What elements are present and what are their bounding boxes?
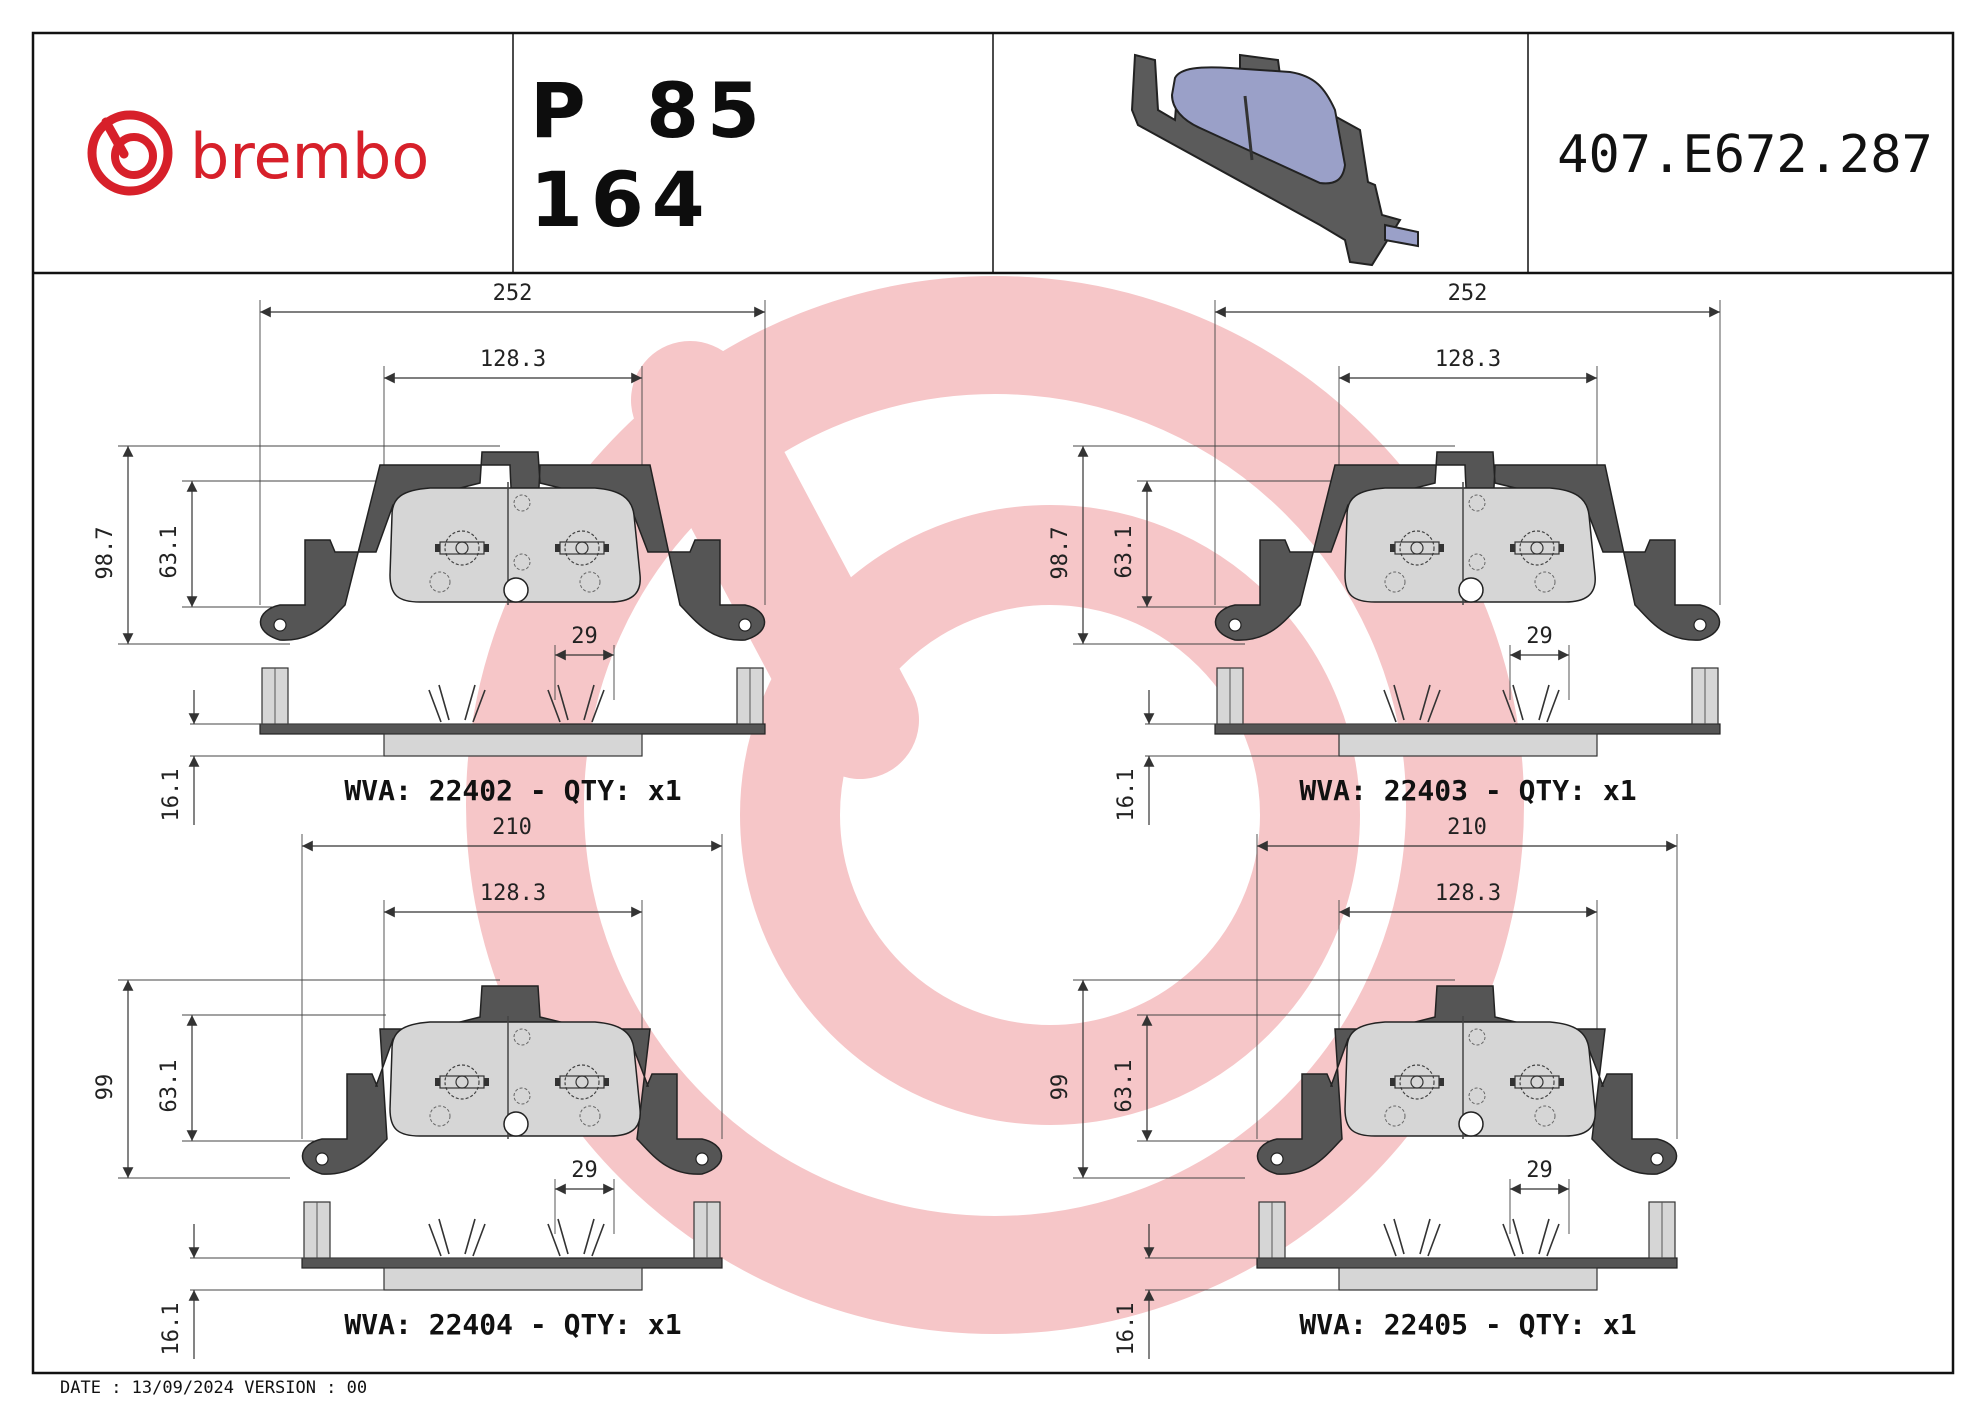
spring-clip-icon: [1502, 1218, 1560, 1257]
dim-pad-height: 63.1: [157, 1060, 182, 1113]
dim-overall-width: 210: [492, 815, 532, 840]
reference-number: 407.E672.287: [1557, 125, 1933, 185]
friction-material: [1344, 1021, 1596, 1137]
side-friction: [383, 1267, 643, 1291]
pad-view-1: 252 128.3 98.7 63.1 29 16.1 WVA: 22402 - QTY: …: [93, 281, 766, 825]
mounting-hole: [738, 618, 752, 632]
mounting-hole: [1650, 1152, 1664, 1166]
mounting-hole: [1270, 1152, 1284, 1166]
dim-inner-width: 128.3: [1435, 347, 1501, 372]
sensor-clip-icon: [1510, 1064, 1564, 1100]
wva-caption: WVA: 22403 - QTY: x1: [1299, 774, 1636, 807]
brand-logo: brembo: [84, 100, 474, 220]
side-view: 16.1: [159, 1201, 723, 1359]
side-view: 16.1: [1114, 667, 1721, 825]
side-backplate: [1256, 1257, 1678, 1269]
footer: DATE : 13/09/2024 VERSION : 00: [60, 1378, 368, 1398]
sensor-clip-icon: [555, 1064, 609, 1100]
side-backplate: [259, 723, 766, 735]
brake-pad-render-icon: [1130, 53, 1419, 267]
spring-clip-icon: [1502, 684, 1560, 723]
brembo-logo-icon: brembo: [87, 110, 429, 196]
dim-spring-width: 29: [1526, 1158, 1553, 1183]
dim-pad-height: 63.1: [157, 526, 182, 579]
sensor-clip-icon: [555, 530, 609, 566]
pad-view-3: 210 128.3 99 63.1 29 16.1 WVA: 22404 - QTY: x1: [93, 815, 723, 1359]
dim-thickness: 16.1: [1114, 769, 1139, 822]
brembo-watermark-icon: [466, 276, 1524, 1334]
side-friction: [383, 733, 643, 757]
side-friction: [1338, 1267, 1598, 1291]
dim-inner-width: 128.3: [480, 347, 546, 372]
mounting-hole: [273, 618, 287, 632]
spring-clip-icon: [547, 1218, 605, 1257]
wva-caption: WVA: 22402 - QTY: x1: [344, 774, 681, 807]
sensor-clip-icon: [1510, 530, 1564, 566]
dim-overall-width: 252: [1448, 281, 1488, 306]
wear-notch: [503, 1111, 529, 1137]
spring-clip-icon: [428, 684, 486, 723]
spring-clip-icon: [1383, 1218, 1441, 1257]
spring-clip-icon: [428, 1218, 486, 1257]
dim-spring-width: 29: [1526, 624, 1553, 649]
dim-inner-width: 128.3: [480, 881, 546, 906]
side-view: 16.1: [159, 667, 766, 825]
mounting-hole: [695, 1152, 709, 1166]
dim-spring-width: 29: [571, 1158, 598, 1183]
sensor-clip-icon: [1390, 530, 1444, 566]
sensor-clip-icon: [435, 530, 489, 566]
side-friction: [1338, 733, 1598, 757]
sensor-clip-icon: [435, 1064, 489, 1100]
part-number: P 85 164: [530, 66, 768, 244]
side-backplate: [301, 1257, 723, 1269]
dim-overall-width: 252: [493, 281, 533, 306]
wear-notch: [1458, 1111, 1484, 1137]
sensor-clip-icon: [1390, 1064, 1444, 1100]
dim-total-height: 98.7: [1048, 527, 1073, 580]
mounting-hole: [1228, 618, 1242, 632]
version-label: VERSION: [244, 1378, 316, 1398]
dim-total-height: 99: [93, 1074, 118, 1101]
date-value: 13/09/2024: [131, 1378, 235, 1398]
date-label: DATE: [60, 1378, 101, 1398]
dim-thickness: 16.1: [159, 1303, 184, 1356]
brand-wordmark: brembo: [190, 120, 429, 193]
friction-material: [389, 1021, 641, 1137]
dim-thickness: 16.1: [159, 769, 184, 822]
friction-material: [389, 487, 641, 603]
dim-overall-width: 210: [1447, 815, 1487, 840]
dim-spring-width: 29: [571, 624, 598, 649]
wear-notch: [1458, 577, 1484, 603]
dim-total-height: 98.7: [93, 527, 118, 580]
dim-pad-height: 63.1: [1112, 1060, 1137, 1113]
spring-clip-icon: [547, 684, 605, 723]
backplate: [259, 451, 766, 641]
side-view: 16.1: [1114, 1201, 1678, 1359]
side-backplate: [1214, 723, 1721, 735]
dim-pad-height: 63.1: [1112, 526, 1137, 579]
pad-view-2: 252 128.3 98.7 63.1 29 16.1 WVA: 22403 - QTY: …: [1048, 281, 1721, 825]
wva-caption: WVA: 22405 - QTY: x1: [1299, 1308, 1636, 1341]
version-value: 00: [346, 1378, 368, 1398]
pad-view-4: 210 128.3 99 63.1 29 16.1 WVA: 22405 - QTY: x1: [1048, 815, 1678, 1359]
wear-notch: [503, 577, 529, 603]
mounting-hole: [1693, 618, 1707, 632]
dim-thickness: 16.1: [1114, 1303, 1139, 1356]
mounting-hole: [315, 1152, 329, 1166]
friction-material: [1344, 487, 1596, 603]
wva-caption: WVA: 22404 - QTY: x1: [344, 1308, 681, 1341]
spring-clip-icon: [1383, 684, 1441, 723]
backplate: [1214, 451, 1721, 641]
dim-total-height: 99: [1048, 1074, 1073, 1101]
dim-inner-width: 128.3: [1435, 881, 1501, 906]
